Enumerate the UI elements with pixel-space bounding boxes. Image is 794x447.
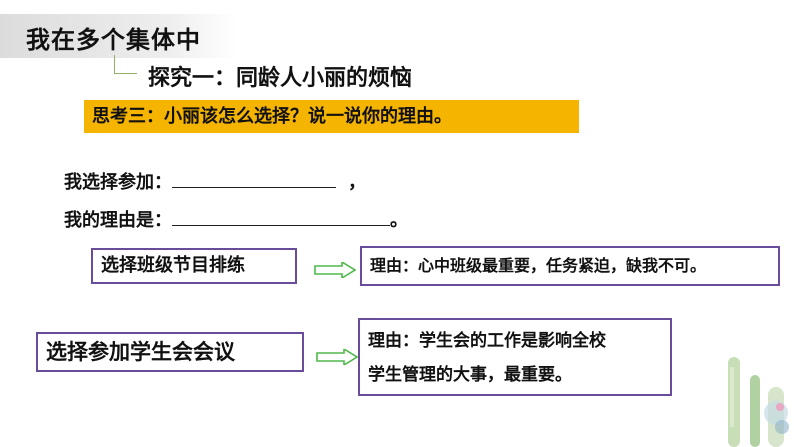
option-box-student-council: 选择参加学生会会议 [36, 332, 304, 372]
reason-suffix: 。 [390, 210, 408, 231]
reason-text-line-2: 学生管理的大事，最重要。 [368, 365, 572, 385]
reason-blank [172, 209, 390, 226]
reason-box-class-rehearsal: 理由：心中班级最重要，任务紧迫，缺我不可。 [360, 246, 780, 286]
choose-blank [172, 171, 336, 188]
page-title: 我在多个集体中 [26, 26, 201, 54]
option-choice: 选择参加学生会会议 [46, 340, 235, 364]
reason-label: 我的理由是： [64, 210, 172, 231]
option-choice: 选择班级节目排练 [101, 255, 245, 276]
reason-text: 理由：心中班级最重要，任务紧迫，缺我不可。 [370, 256, 707, 275]
reason-text-line-1: 理由：学生会的工作是影响全校 [368, 331, 606, 351]
title-connector [114, 55, 137, 74]
question-banner: 思考三：小丽该怎么选择？说一说你的理由。 [84, 100, 579, 133]
choose-label: 我选择参加： [64, 172, 172, 193]
reason-box-student-council: 理由：学生会的工作是影响全校 学生管理的大事，最重要。 [358, 318, 672, 396]
reason-prompt: 我的理由是： 。 [64, 206, 408, 232]
choose-suffix: ， [348, 172, 366, 193]
choose-prompt: 我选择参加： ， [64, 168, 366, 194]
cactus-illustration [728, 357, 789, 447]
title-band [0, 14, 238, 58]
arrow-right-icon [316, 349, 358, 365]
option-box-class-rehearsal: 选择班级节目排练 [91, 248, 297, 284]
question-text: 思考三：小丽该怎么选择？说一说你的理由。 [92, 106, 452, 127]
page-subtitle: 探究一：同龄人小丽的烦恼 [148, 66, 413, 91]
arrow-right-icon [314, 262, 356, 278]
